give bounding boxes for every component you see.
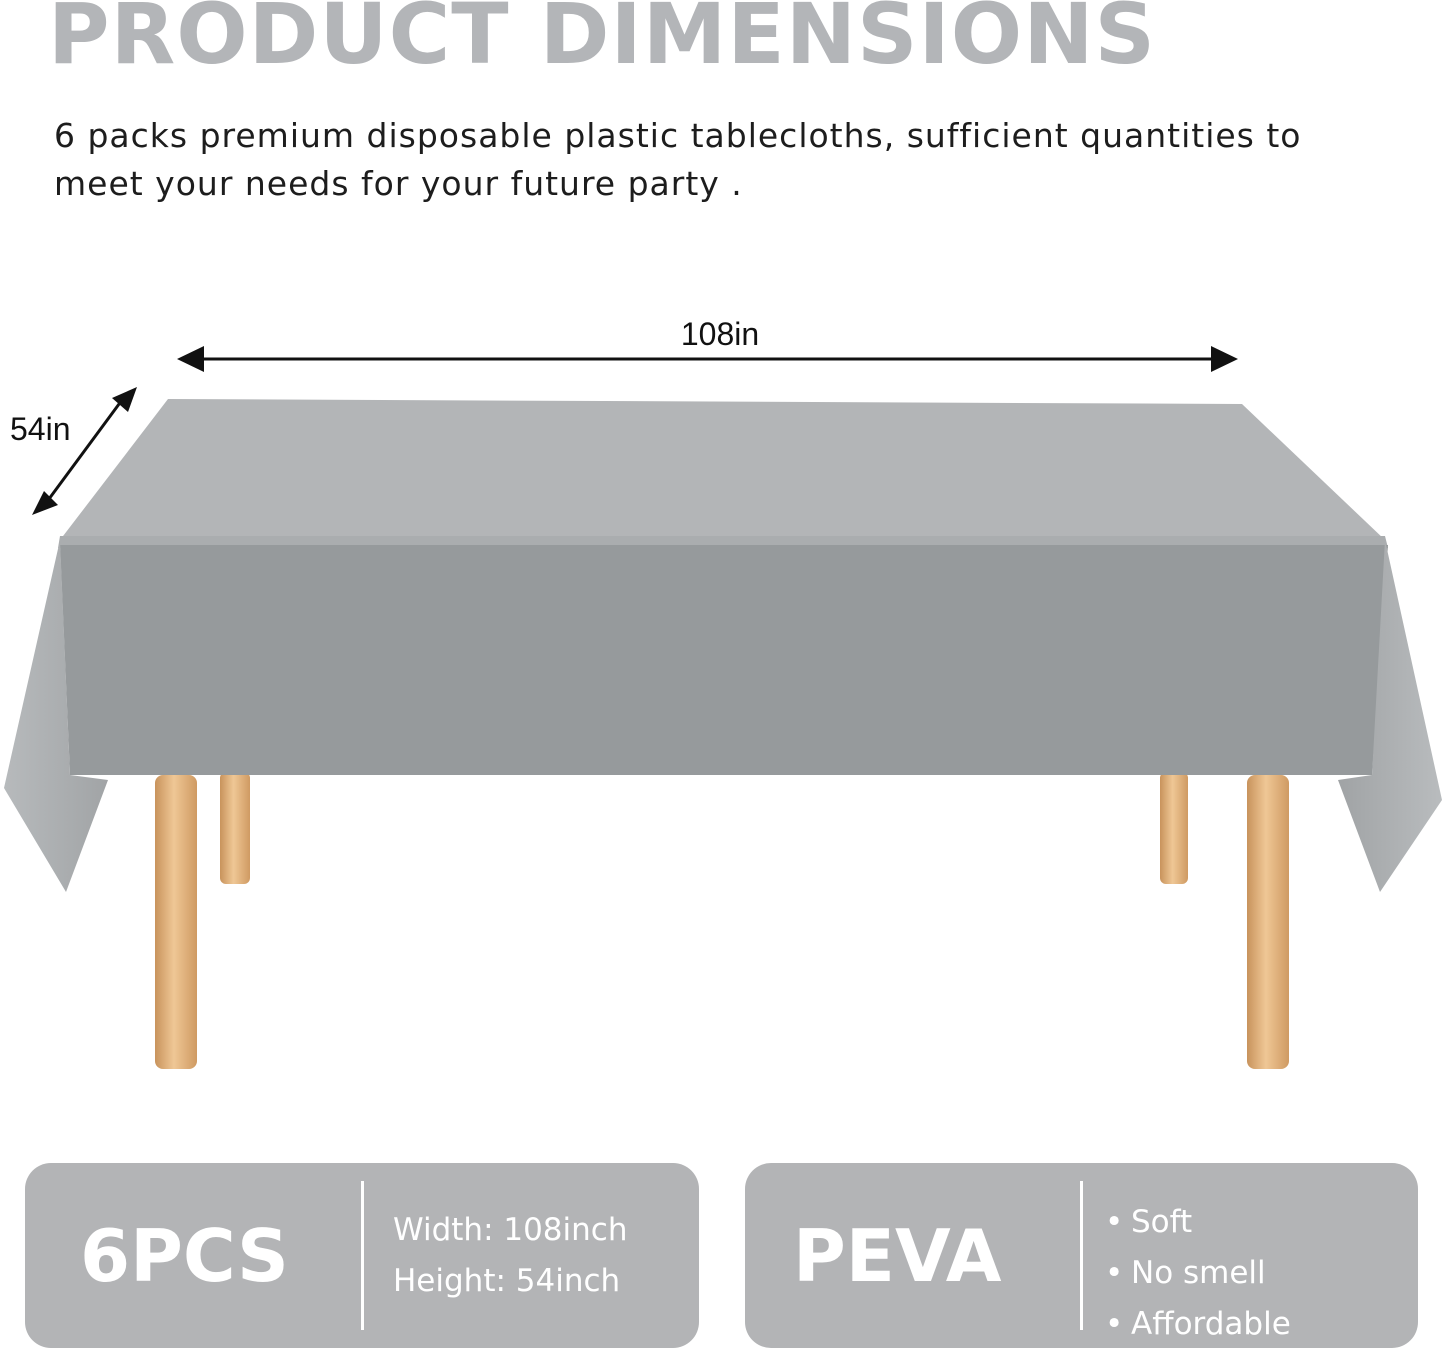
feature-item: •No smell	[1105, 1248, 1291, 1299]
width-arrow	[32, 387, 137, 515]
table-leg-front-right	[1247, 775, 1289, 1069]
table-leg-front-left	[155, 775, 197, 1069]
page-title: PRODUCT DIMENSIONS	[48, 0, 1156, 83]
panel-divider	[1080, 1181, 1083, 1330]
width-spec: Width: 108inch	[393, 1212, 628, 1248]
feature-list: •Soft •No smell •Affordable	[1105, 1197, 1291, 1350]
feature-item: •Soft	[1105, 1197, 1291, 1248]
feature-item: •Affordable	[1105, 1299, 1291, 1350]
product-description: 6 packs premium disposable plastic table…	[54, 116, 1302, 203]
tablecloth-front-drop	[60, 545, 1388, 775]
quantity-panel: 6PCS Width: 108inch Height: 54inch	[25, 1163, 699, 1348]
width-label: 54in	[10, 411, 71, 447]
tablecloth-right-drop	[1338, 540, 1442, 892]
material-panel: PEVA •Soft •No smell •Affordable	[745, 1163, 1418, 1348]
length-label: 108in	[681, 316, 759, 352]
tablecloth-illustration: 108in 54in	[4, 316, 1442, 1069]
tablecloth-left-drop	[4, 540, 108, 892]
length-arrow	[177, 346, 1238, 372]
bullet-icon: •	[1105, 1306, 1124, 1342]
table-leg-back-left	[220, 772, 250, 884]
tablecloth-top	[60, 399, 1385, 540]
size-spec-list: Width: 108inch Height: 54inch	[393, 1205, 627, 1307]
panel-divider	[361, 1181, 364, 1330]
height-spec: Height: 54inch	[393, 1263, 621, 1299]
quantity-value: 6PCS	[80, 1213, 289, 1298]
table-leg-back-right	[1160, 772, 1188, 884]
material-value: PEVA	[793, 1213, 1002, 1298]
bullet-icon: •	[1105, 1255, 1124, 1291]
bullet-icon: •	[1105, 1204, 1124, 1240]
